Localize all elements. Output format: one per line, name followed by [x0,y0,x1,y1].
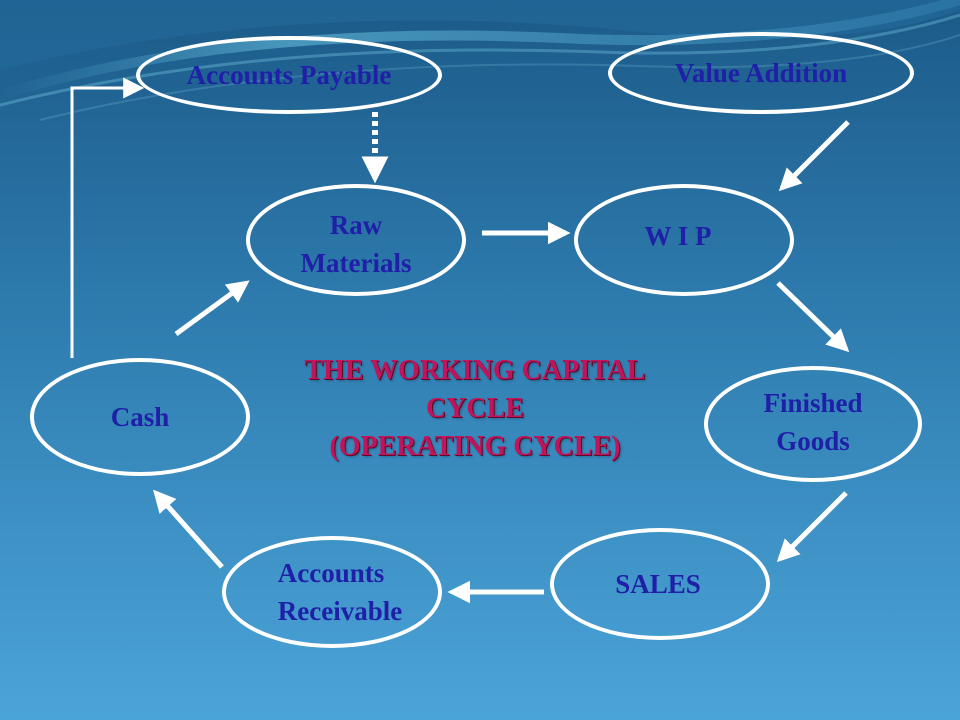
node-label: Cash [110,402,170,432]
node-sales: SALES [550,528,770,640]
diagram-title: THE WORKING CAPITAL CYCLE (OPERATING CYC… [240,352,710,466]
node-label: Accounts Receivable [277,558,403,626]
title-line: THE WORKING CAPITAL [304,355,646,386]
node-label: Finished Goods [763,388,863,456]
arrow-cash-to-raw-materials [174,280,250,337]
node-finished-goods: Finished Goods [704,366,922,482]
decorative-swoosh [0,0,960,70]
arrow-wip-to-finished-goods [776,281,850,353]
arrow-value-addition-to-wip [778,120,850,192]
arrow-accounts-receivable-to-cash [153,489,224,569]
node-label: W I P [644,221,712,251]
node-label: SALES [615,569,701,599]
node-wip: W I P [574,184,794,296]
node-accounts-payable: Accounts Payable [136,36,442,114]
connector-cash-to-accounts-payable [70,77,145,358]
node-accounts-receivable: Accounts Receivable [222,536,442,648]
node-label: Raw Materials [300,210,412,278]
title-line: CYCLE [425,393,524,424]
node-raw-materials: Raw Materials [246,184,466,296]
node-label: Accounts Payable [186,60,392,90]
node-cash: Cash [30,358,250,476]
arrow-finished-goods-to-sales [776,491,848,563]
node-value-addition: Value Addition [608,32,914,114]
title-line: (OPERATING CYCLE) [329,431,621,462]
node-label: Value Addition [674,58,848,88]
